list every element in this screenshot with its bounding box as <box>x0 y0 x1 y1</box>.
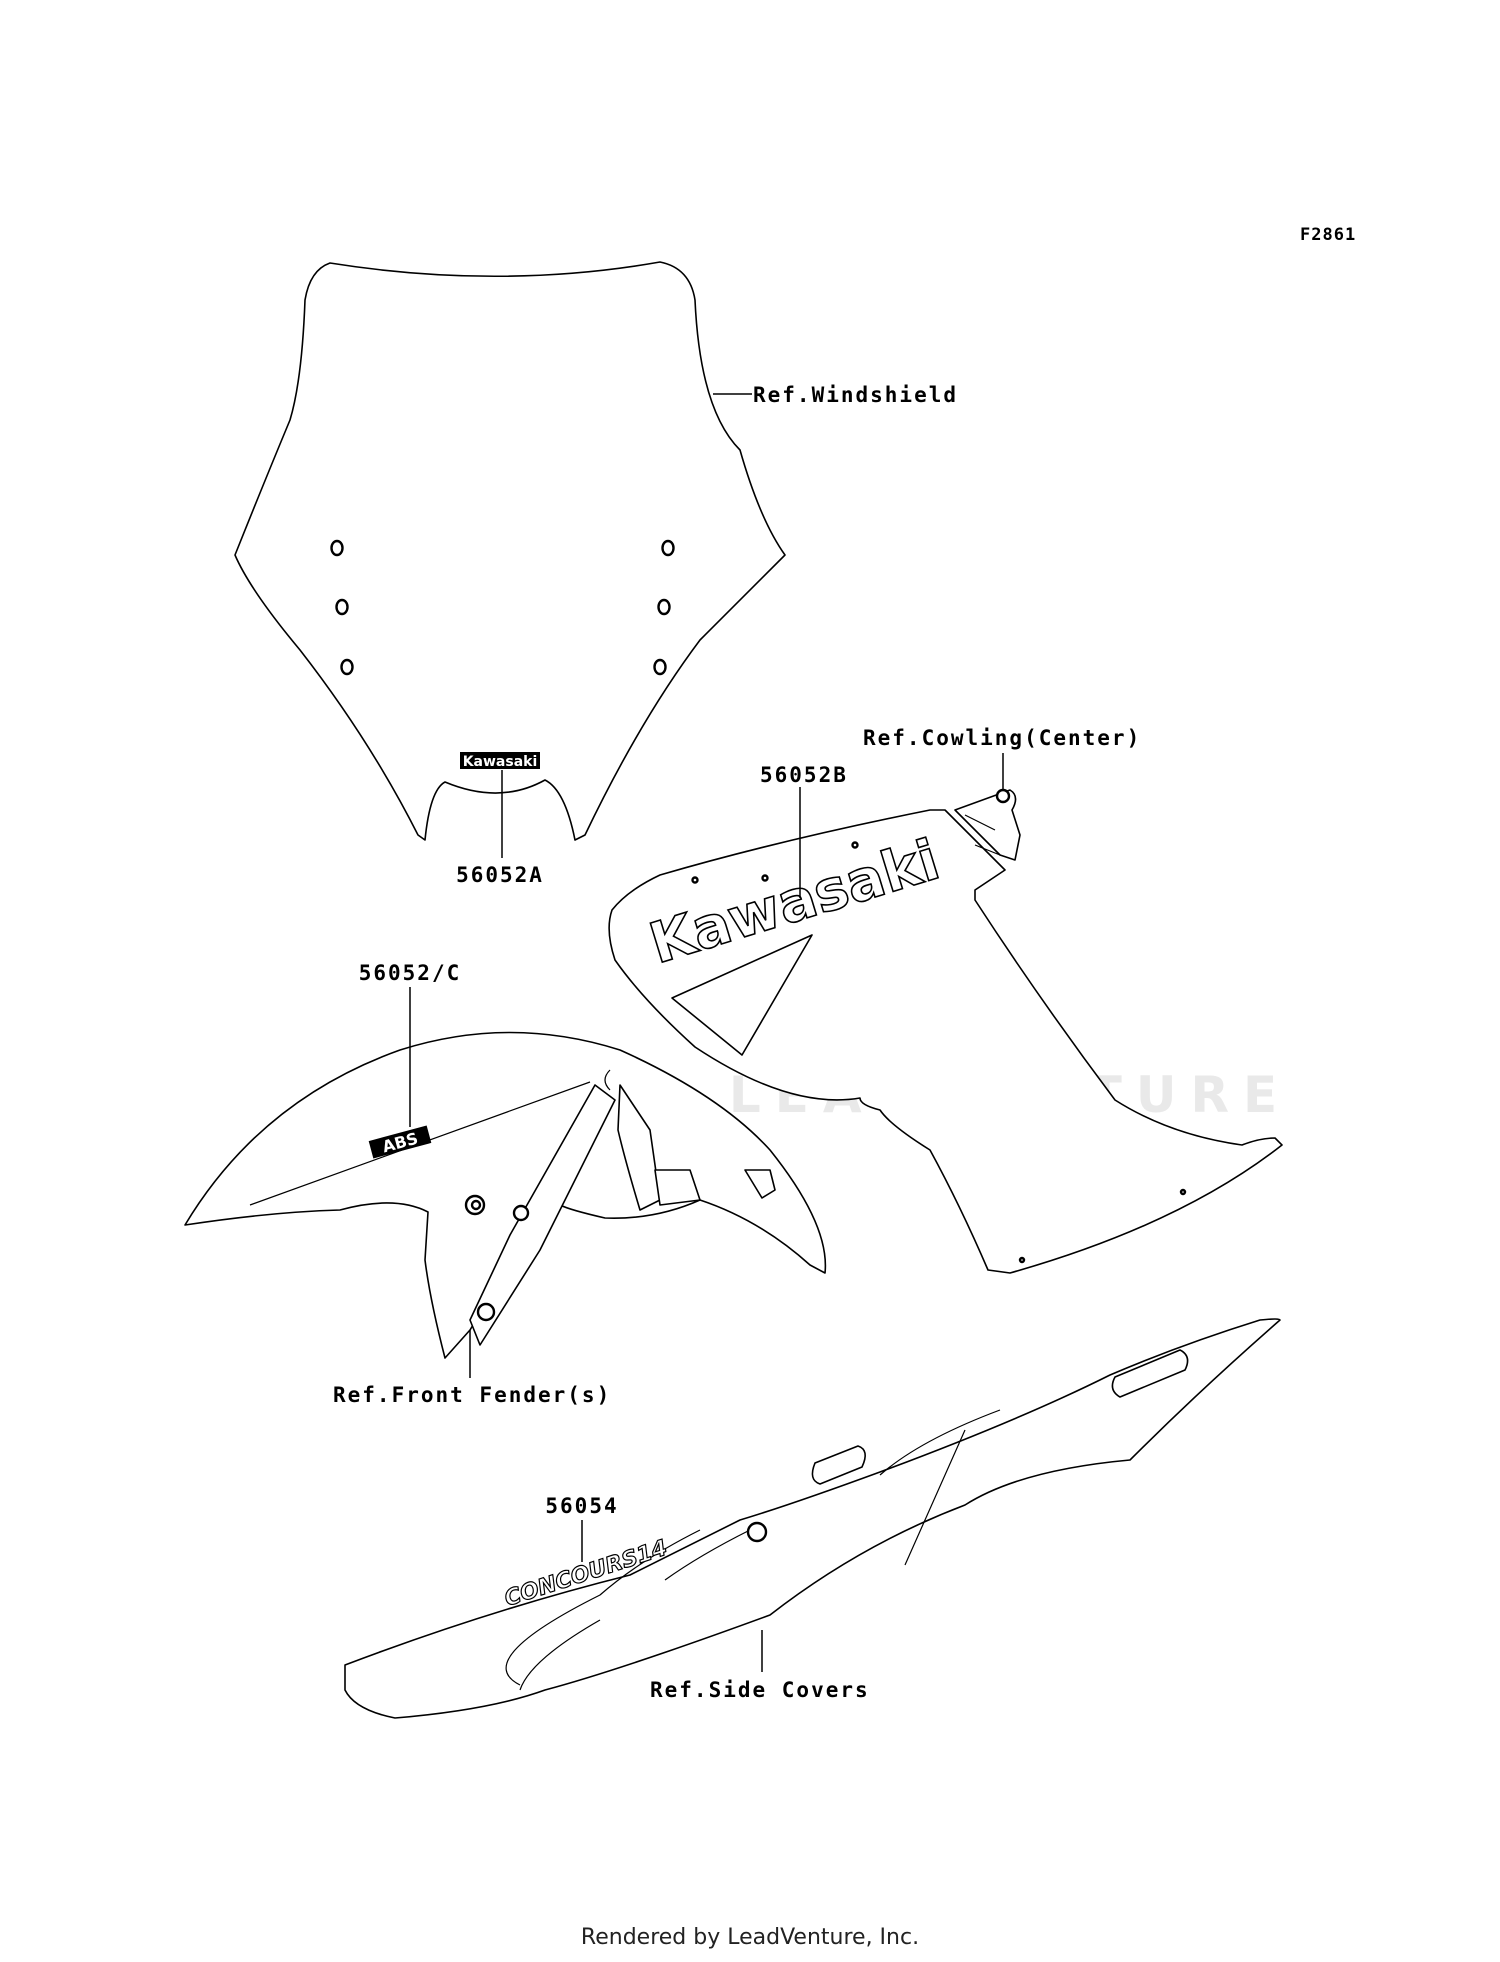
front-fender-part: ABS <box>184 1031 827 1359</box>
footer-credit: Rendered by LeadVenture, Inc. <box>580 1925 920 1950</box>
part-56052c-label: 56052/C <box>359 961 462 985</box>
side-cover-part: CONCOURS14 <box>344 1318 1281 1719</box>
front-fender-label: Ref.Front Fender(s) <box>333 1383 611 1407</box>
windshield-label: Ref.Windshield <box>753 383 958 407</box>
part-56052b-label: 56052B <box>760 763 848 787</box>
figure-code: F2861 <box>1300 225 1356 245</box>
cowling-part: Kawasaki <box>608 788 1283 1274</box>
windshield-part: Kawasaki <box>234 261 786 841</box>
side-covers-label: Ref.Side Covers <box>650 1678 870 1702</box>
windshield-decal-text: Kawasaki <box>463 754 538 770</box>
windshield-decal <box>460 752 540 769</box>
cowling-label: Ref.Cowling(Center) <box>863 726 1141 750</box>
part-56052a-label: 56052A <box>456 863 544 887</box>
part-56054-label: 56054 <box>545 1494 618 1518</box>
